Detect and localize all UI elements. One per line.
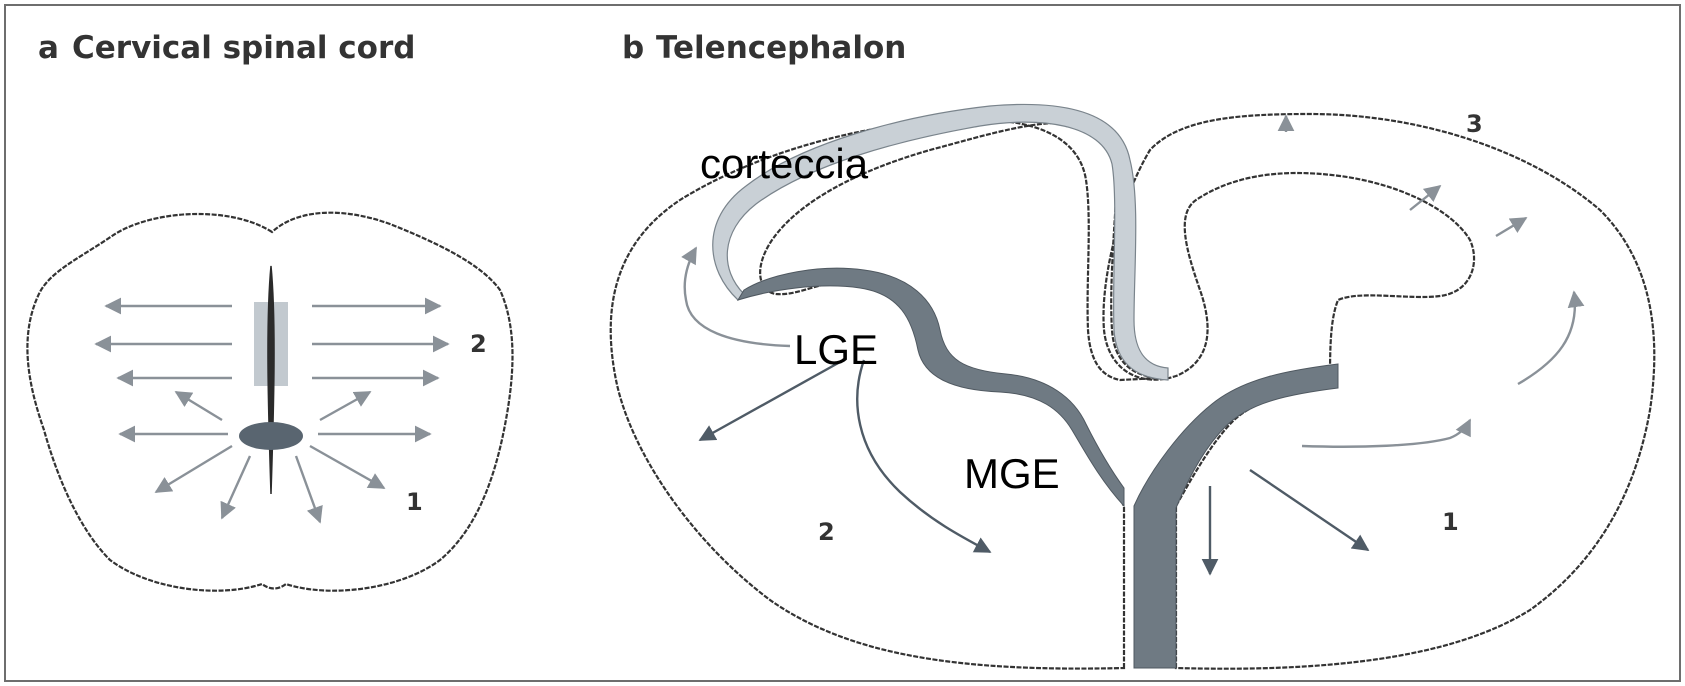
migration-arrow xyxy=(310,446,384,488)
migration-arrow xyxy=(176,392,222,420)
cortex-label: corteccia xyxy=(700,140,869,187)
migration-arrow xyxy=(1250,470,1368,550)
migration-arrow xyxy=(1410,186,1440,210)
right-hemisphere-outline xyxy=(1103,114,1654,669)
panel-b-letter: b xyxy=(622,30,644,66)
route-label-3: 3 xyxy=(1466,110,1483,138)
migration-arrow xyxy=(700,362,840,440)
panel-b: b Telencephalon 3 2 1 corteccia LGE MGE xyxy=(611,30,1655,669)
migration-arrow xyxy=(156,446,232,492)
mge-label: MGE xyxy=(964,450,1060,497)
migration-arrow xyxy=(222,456,250,518)
route-label-2: 2 xyxy=(470,330,487,358)
migration-arrow xyxy=(1302,420,1470,447)
panel-a: a Cervical spinal cord 2 1 xyxy=(27,30,512,591)
left-hemisphere-outline xyxy=(611,120,1160,669)
route-label-1: 1 xyxy=(406,488,423,516)
migration-arrow xyxy=(1496,218,1526,236)
route-label-2: 2 xyxy=(818,518,835,546)
central-canal xyxy=(268,266,274,494)
panel-a-title: Cervical spinal cord xyxy=(72,30,415,66)
panel-b-title: Telencephalon xyxy=(656,30,906,66)
route-label-1: 1 xyxy=(1442,508,1459,536)
ventricular-zone-right xyxy=(1134,364,1338,668)
ventral-progenitor-zone xyxy=(239,422,303,450)
panel-a-letter: a xyxy=(38,30,59,66)
migration-arrow xyxy=(320,392,370,420)
migration-arrow xyxy=(1518,292,1575,384)
lge-label: LGE xyxy=(794,326,878,373)
migration-arrow xyxy=(296,456,320,522)
